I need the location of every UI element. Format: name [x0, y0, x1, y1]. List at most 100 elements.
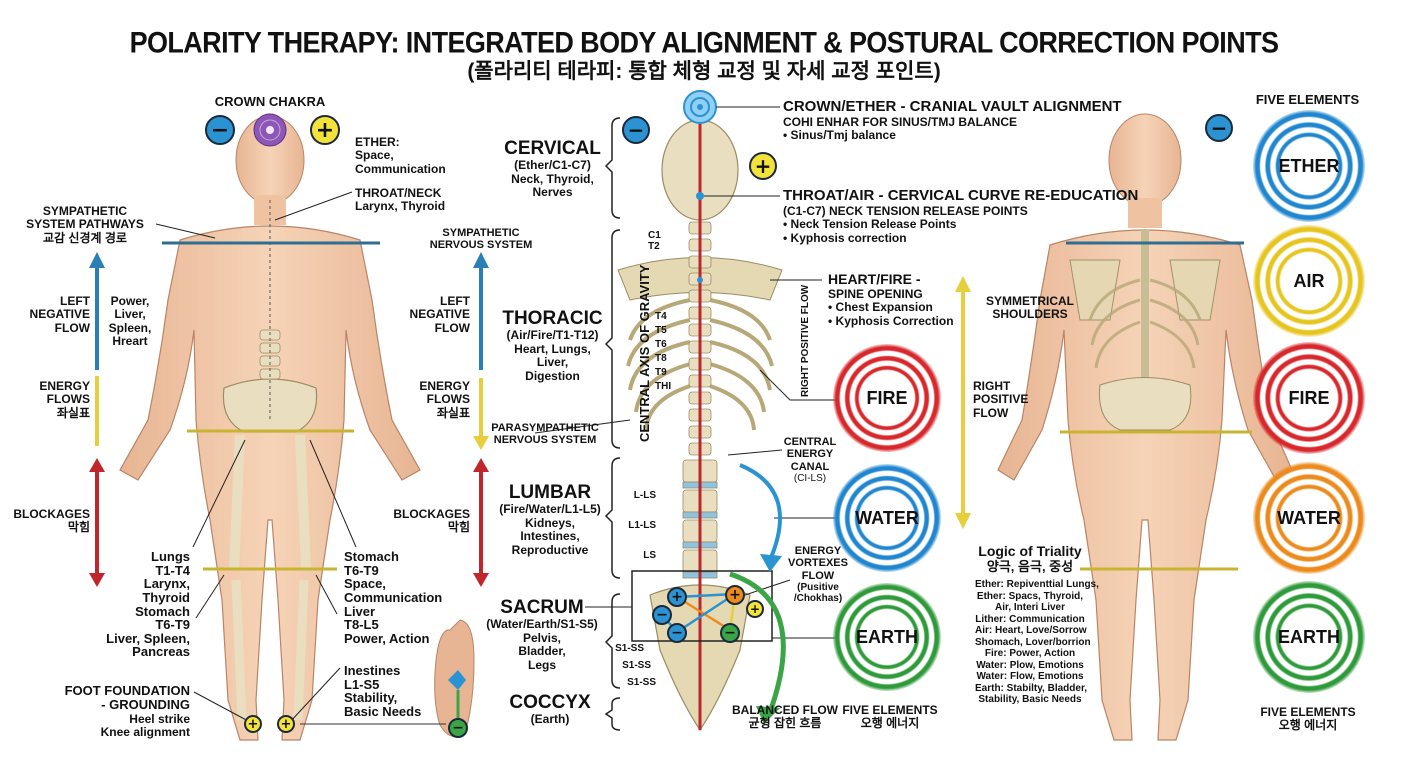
label-line: NEGATIVE: [29, 307, 90, 322]
label-line: Basic Needs: [344, 703, 422, 719]
annotation-sub: (C1-C7) NECK TENSION RELEASE POINTS: [783, 203, 1028, 218]
region-detail: (Ether/C1-C7): [514, 158, 591, 173]
vortexes-label: ENERGY VORTEXES FLOW (Pusitive /Chokhas): [782, 545, 854, 604]
vertebra-label: THI: [655, 381, 672, 392]
foot-plus-icon: +: [244, 715, 262, 733]
triality-line: Ether: Repiventtial Lungs,: [975, 579, 1099, 591]
throat-annotation: THROAT/AIR - CERVICAL CURVE RE-EDUCATION…: [783, 187, 1139, 245]
cervical-minus-icon: −: [622, 116, 650, 144]
region-detail: (Water/Earth/S1-S5): [486, 617, 598, 632]
label-line: Heel strike: [129, 711, 190, 726]
vertebra-label: LS: [643, 550, 656, 561]
triality-korean: 양극, 음극, 중성: [986, 558, 1074, 574]
triality-lines: Ether: Repiventtial Lungs,Ether: Spacs, …: [975, 579, 1099, 706]
region-detail: (Earth): [530, 712, 570, 727]
element-ring-label: AIR: [1293, 270, 1325, 291]
intestines-block: Inestines L1-S5 Stability, Basic Needs: [344, 664, 421, 719]
label-line: POSITIVE: [973, 392, 1029, 407]
region-name: COCCYX: [509, 692, 591, 713]
element-ring-fire: FIRE: [1253, 342, 1365, 454]
vortex-minus-icon: −: [667, 623, 687, 643]
ether-line: ETHER:: [355, 135, 400, 149]
vertebra-label: T6: [655, 339, 667, 350]
region-coccyx: COCCYX (Earth): [500, 692, 600, 727]
label-line: 막힘: [447, 520, 470, 535]
label-line: Liver,: [114, 307, 146, 322]
label-line: SYSTEM PATHWAYS: [26, 217, 144, 232]
element-ring-earth: EARTH: [833, 583, 941, 691]
label-line: ENERGY: [39, 379, 90, 393]
label-line: 균형 잡힌 흐름: [748, 716, 822, 731]
triality-line: Air: Heart, Love/Sorrow: [975, 625, 1087, 637]
annotation-heading: THROAT/AIR - CERVICAL CURVE RE-EDUCATION: [783, 187, 1139, 204]
annotation-bullet: • Chest Expansion: [828, 300, 933, 315]
label-line: Thyroid: [142, 589, 190, 605]
annotation-bullet: • Kyphosis Correction: [828, 313, 954, 328]
vortex-minus-icon: −: [720, 623, 740, 643]
vertebra-label: S1-SS: [622, 660, 651, 671]
center-energy-flows-label: ENERGY FLOWS 좌실표: [400, 379, 470, 420]
plus-icon: +: [310, 115, 340, 145]
region-sacrum: SACRUM (Water/Earth/S1-S5) Pelvis, Bladd…: [482, 597, 602, 672]
label-line: 오행 에너지: [1278, 718, 1338, 733]
vortex-plus-icon: +: [746, 600, 764, 618]
blockages-label: BLOCKAGES 막힘: [5, 507, 90, 535]
balanced-flow-label: BALANCED FLOW 균형 잡힌 흐름: [730, 703, 840, 731]
label-line: Larynx,: [143, 576, 190, 592]
region-detail: Liver,: [536, 355, 569, 370]
label-line: Power,: [110, 294, 150, 308]
label-line: FLOW: [801, 569, 835, 582]
spine-skeleton: [617, 115, 783, 732]
label-line: FLOWS: [46, 392, 90, 407]
label-line: RIGHT: [973, 379, 1011, 393]
vertebra-labels-thoracic: T4 T5 T6 T8 T9 THI: [655, 310, 671, 394]
label-line: 좌실표: [436, 405, 470, 420]
label-line: 오행 에너지: [860, 716, 920, 731]
label-line: SYMMETRICAL: [986, 294, 1074, 308]
label-line: FLOW: [434, 320, 470, 335]
label-line: Space,: [344, 576, 386, 592]
triality-line: Stability, Basic Needs: [978, 694, 1082, 706]
label-line: (Pusitive: [797, 581, 839, 593]
element-ring-label: WATER: [855, 507, 919, 528]
label-line: FLOWS: [426, 392, 470, 407]
label-line: Hreart: [112, 334, 148, 349]
green-flow-arrow: [729, 571, 786, 713]
element-ring-label: WATER: [1277, 507, 1341, 528]
label-line: LEFT: [440, 294, 470, 308]
label-line: (CI-LS): [793, 472, 827, 484]
region-detail: Kidneys,: [524, 515, 575, 530]
five-elements-footer: FIVE ELEMENTS 오행 에너지: [1248, 705, 1368, 733]
label-line: Knee alignment: [100, 724, 190, 739]
sympathetic-ns-label: SYMPATHETIC NERVOUS SYSTEM: [425, 227, 537, 252]
annotation-heading: CROWN/ETHER - CRANIAL VAULT ALIGNMENT: [783, 98, 1122, 115]
crown-annotation: CROWN/ETHER - CRANIAL VAULT ALIGNMENT CO…: [783, 98, 1122, 143]
label-line: Spleen,: [108, 320, 152, 335]
label-line: FOOT FOUNDATION: [64, 683, 190, 698]
region-name: CERVICAL: [504, 138, 601, 159]
label-line: LEFT: [60, 294, 90, 308]
label-line: Stability,: [344, 690, 398, 706]
label-line: 좌실표: [56, 405, 90, 420]
vortex-plus-icon: +: [725, 585, 745, 605]
annotation-bullet: • Kyphosis correction: [783, 230, 907, 245]
annotation-sub: SPINE OPENING: [828, 286, 923, 301]
label-line: ENERGY: [786, 448, 834, 461]
ether-line: Space,: [355, 148, 394, 163]
five-elements-center-label: FIVE ELEMENTS 오행 에너지: [840, 703, 940, 731]
back-minus-icon: −: [1205, 114, 1233, 142]
region-detail: Neck, Thyroid,: [511, 171, 594, 186]
central-axis-label: CENTRAL AXIS OF GRAVITY: [637, 264, 652, 442]
left-negative-flow-label: LEFT NEGATIVE FLOW: [20, 294, 90, 335]
parasympathetic-ns-label: PARASYMPATHETIC NERVOUS SYSTEM: [490, 422, 600, 447]
region-detail: Heart, Lungs,: [514, 341, 591, 356]
foot-reflexology-inset: [300, 619, 475, 737]
front-body-figure: [119, 115, 421, 741]
element-ring-label: FIRE: [1288, 387, 1330, 408]
cervical-plus-icon: +: [749, 152, 777, 180]
label-line: Inestines: [344, 663, 401, 678]
label-line: NERVOUS SYSTEM: [493, 434, 597, 447]
vertebra-label: T9: [655, 367, 667, 378]
page-title: POLARITY THERAPY: INTEGRATED BODY ALIGNM…: [129, 26, 1279, 60]
